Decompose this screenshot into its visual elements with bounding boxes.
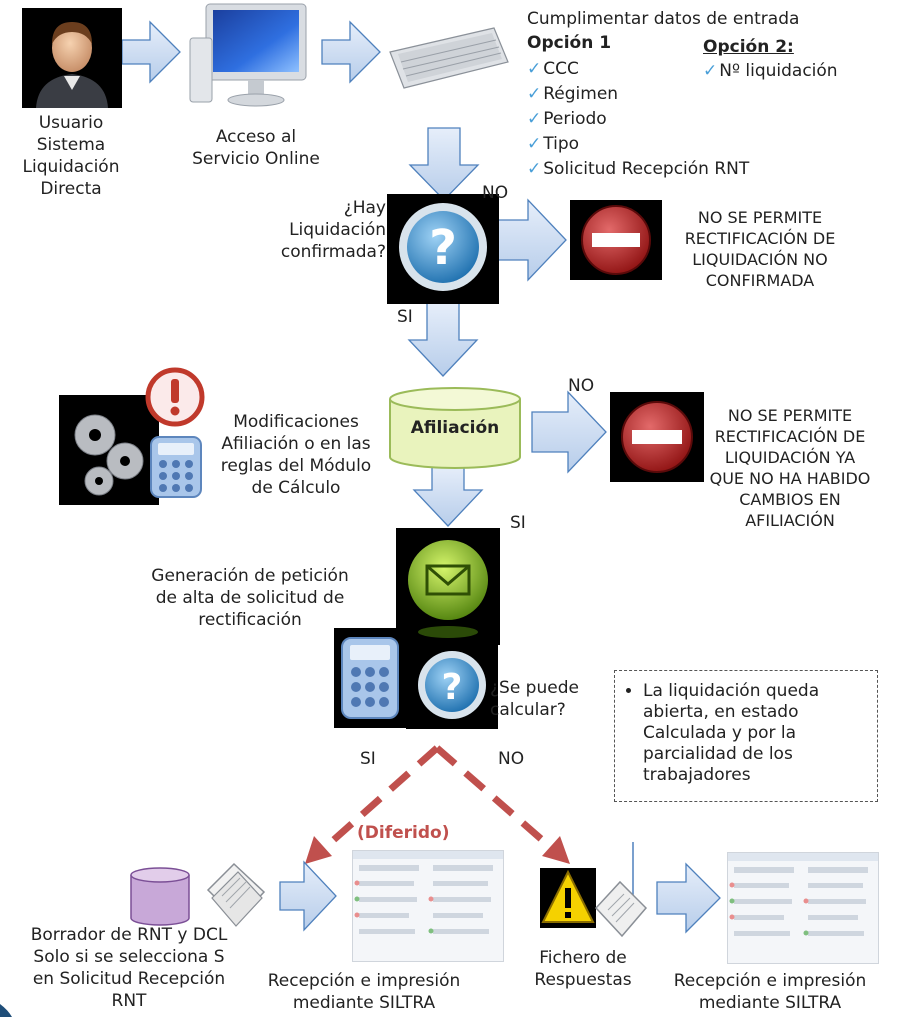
- database-icon: [128, 866, 192, 928]
- arrow-user-to-pc: [121, 20, 181, 84]
- note-item: La liquidación queda abierta, en estado …: [643, 681, 843, 786]
- stop-icon: [610, 392, 704, 482]
- dashed-arrowhead-no: [542, 836, 570, 864]
- list-item: ✓Tipo: [527, 134, 580, 154]
- check-icon: ✓: [527, 159, 542, 179]
- arrow-down-to-afiliacion: [407, 302, 479, 377]
- note-box: La liquidación queda abierta, en estado …: [614, 670, 878, 802]
- question-icon: ?: [406, 645, 498, 729]
- computer-icon: [188, 2, 318, 114]
- arrow-no-changes: [531, 390, 607, 474]
- list-item: ✓CCC: [527, 59, 579, 79]
- envelope-icon: [396, 528, 500, 645]
- check-icon: ✓: [527, 59, 542, 79]
- svg-text:?: ?: [442, 667, 463, 708]
- arrow-no-confirmed: [497, 198, 567, 282]
- stop-icon: [570, 200, 662, 280]
- decision1-yes-label: SI: [397, 307, 413, 327]
- access-label: Acceso al Servicio Online: [192, 127, 320, 169]
- response-file-label: Fichero de Respuestas: [534, 948, 632, 990]
- list-item: ✓Nº liquidación: [703, 61, 838, 81]
- calc-yes-label: SI: [360, 749, 376, 769]
- check-icon: ✓: [527, 109, 542, 129]
- option1-list: ✓CCC ✓Régimen ✓Periodo ✓Tipo ✓Solicitud …: [527, 58, 827, 183]
- user-label: Usuario Sistema Liquidación Directa: [22, 113, 120, 199]
- calc-question: ¿Se puede calcular?: [490, 678, 579, 720]
- arrow-down-to-decision: [408, 127, 480, 201]
- arrow-response-to-reception: [656, 862, 721, 934]
- afiliacion-yes-label: SI: [510, 513, 526, 533]
- svg-text:?: ?: [429, 220, 457, 276]
- dashed-arrow-si: [317, 745, 440, 855]
- calculator-icon: [148, 434, 204, 500]
- check-icon: ✓: [527, 84, 542, 104]
- option2-title: Opción 2:: [703, 37, 794, 57]
- reject-not-confirmed: NO SE PERMITE RECTIFICACIÓN DE LIQUIDACI…: [684, 208, 836, 290]
- decision1-no-label: NO: [482, 183, 509, 203]
- option1-title: Opción 1: [527, 33, 612, 53]
- warning-icon: [540, 868, 596, 928]
- dashed-arrow-no: [434, 745, 559, 855]
- user-icon: [22, 8, 122, 108]
- check-icon: ✓: [703, 61, 718, 81]
- calculator-icon: [334, 628, 406, 728]
- keyboard-icon: [382, 22, 512, 94]
- arrow-down-to-request: [412, 465, 484, 527]
- gears-icon: [59, 395, 159, 505]
- input-data-title: Cumplimentar datos de entrada: [527, 9, 800, 29]
- question-icon: ?: [387, 194, 499, 304]
- decision1-question: ¿Hay Liquidación confirmada?: [280, 198, 386, 262]
- list-item: ✓Régimen: [527, 84, 619, 104]
- arrow-pc-to-keyboard: [321, 20, 381, 84]
- calc-no-label: NO: [498, 749, 525, 769]
- corner-accent: [0, 1004, 12, 1017]
- document-icon: [586, 874, 654, 944]
- request-label: Generación de petición de alta de solici…: [151, 566, 349, 630]
- siltra-screenshot-right: [727, 852, 879, 964]
- reception-left-label: Recepción e impresión mediante SILTRA: [267, 971, 461, 1013]
- siltra-screenshot-left: [352, 850, 504, 962]
- reception-right-label: Recepción e impresión mediante SILTRA: [673, 971, 867, 1013]
- reject-no-changes: NO SE PERMITE RECTIFICACIÓN DE LIQUIDACI…: [709, 406, 871, 530]
- changes-label: Modificaciones Afiliación o en las regla…: [220, 412, 372, 498]
- list-item: ✓Solicitud Recepción RNT: [527, 159, 750, 179]
- afiliacion-database: Afiliación: [385, 385, 525, 471]
- option2-list: ✓Nº liquidación: [703, 60, 883, 82]
- dashed-arrowhead-si: [305, 836, 332, 864]
- check-icon: ✓: [527, 134, 542, 154]
- afiliacion-label: Afiliación: [410, 418, 500, 438]
- arrow-draft-to-reception: [279, 860, 337, 932]
- document-icon: [200, 860, 270, 932]
- afiliacion-no-label: NO: [568, 376, 595, 396]
- deferred-label: (Diferido): [357, 823, 450, 843]
- draft-label: Borrador de RNT y DCL Solo si se selecci…: [30, 925, 228, 1011]
- list-item: ✓Periodo: [527, 109, 607, 129]
- warning-circle-icon: [144, 366, 206, 428]
